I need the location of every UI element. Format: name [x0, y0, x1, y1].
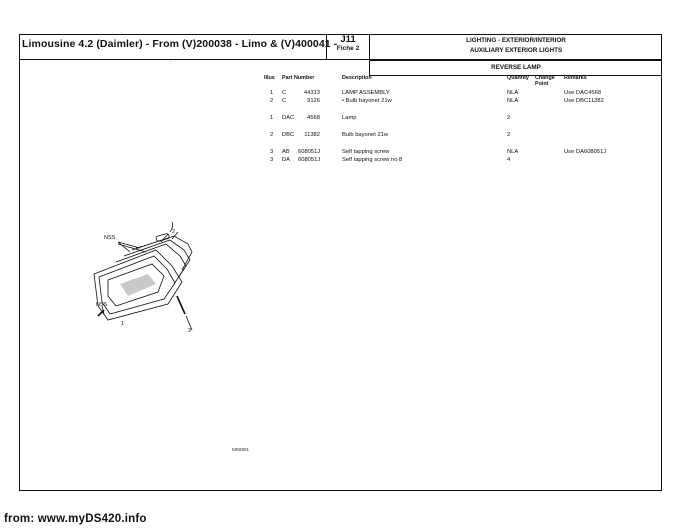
cell-part-prefix: DA [282, 157, 291, 163]
cell-part-number: 4568 [307, 115, 320, 121]
cell-remarks: Use DAC4568 [564, 90, 602, 96]
cell-quantity: NLA [507, 98, 519, 104]
cell-description: Self tapping screw [342, 149, 390, 155]
cell-part-prefix: DBC [282, 132, 295, 138]
fiche-number: Fiche 2 [336, 44, 360, 52]
cell-quantity: NLA [507, 90, 519, 96]
column-header-change-point: Change Point [535, 75, 555, 87]
cell-illus: 2 [270, 98, 274, 104]
column-header-remarks: Remarks [564, 75, 587, 81]
column-header-illus: Illus [264, 75, 275, 81]
cell-illus: 1 [270, 115, 274, 121]
cell-remarks: Use DBC11382 [564, 98, 604, 104]
cell-part-number: 44313 [303, 90, 320, 96]
source-footer: from: www.myDS420.info [4, 513, 147, 525]
section-title: LIGHTING - EXTERIOR/INTERIOR [466, 37, 566, 44]
cell-part-prefix: AB [282, 149, 290, 155]
subsection-title: AUXILIARY EXTERIOR LIGHTS [469, 47, 563, 54]
subsection-divider [369, 60, 662, 61]
cell-part-prefix: C [282, 90, 287, 96]
cell-quantity: NLA [507, 149, 519, 155]
cell-description: Bulb bayonet 21w [342, 132, 389, 138]
cell-illus: 1 [270, 90, 274, 96]
page-speck: · [169, 59, 171, 65]
reverse-lamp-exploded-diagram: NSS NSS 1 2 3 [93, 222, 193, 334]
fiche-code: J11 [340, 34, 356, 45]
header-divider-vertical [369, 34, 370, 76]
cell-description: Lamp [342, 115, 357, 121]
cell-part-number: 608051J [298, 157, 321, 163]
fiche-box: J11 Fiche 2 [327, 35, 369, 52]
diagram-callout: 1 [121, 321, 124, 327]
header-divider-vertical [326, 34, 327, 59]
page-frame [19, 34, 662, 491]
header-divider [19, 59, 662, 60]
cell-part-number: 608051J [298, 149, 321, 155]
cell-description: • Bulb bayonet 21w [342, 98, 392, 104]
column-header-description: Description [342, 75, 372, 81]
cell-illus: 3 [270, 157, 274, 163]
cell-part-prefix: DAC [282, 115, 295, 121]
diagram-callout: NSS [96, 302, 108, 308]
cell-illus: 3 [270, 149, 274, 155]
cell-description: Self tapping screw no 8 [342, 157, 403, 163]
cell-remarks: Use DA608051J [564, 149, 607, 155]
cell-quantity: 4 [507, 157, 511, 163]
diagram-callout: NSS [104, 235, 116, 241]
cell-part-prefix: C [282, 98, 287, 104]
catalogue-title: Limousine 4.2 (Daimler) - From (V)200038… [22, 38, 338, 50]
cell-quantity: 2 [507, 132, 511, 138]
group-divider [369, 75, 662, 76]
cell-illus: 2 [270, 132, 274, 138]
diagram-callout: 3 [188, 328, 191, 334]
diagram-callout: 2 [172, 229, 175, 235]
cell-quantity: 2 [507, 115, 511, 121]
column-header-part-number: Part Number [282, 75, 315, 81]
group-title: REVERSE LAMP [491, 64, 541, 71]
column-header-quantity: Quantity [507, 75, 529, 81]
cell-part-number: 11382 [304, 132, 320, 138]
drawing-reference: MR8801 [232, 447, 250, 452]
cell-description: LAMP ASSEMBLY [342, 90, 390, 96]
cell-part-number: 9126 [307, 98, 320, 104]
